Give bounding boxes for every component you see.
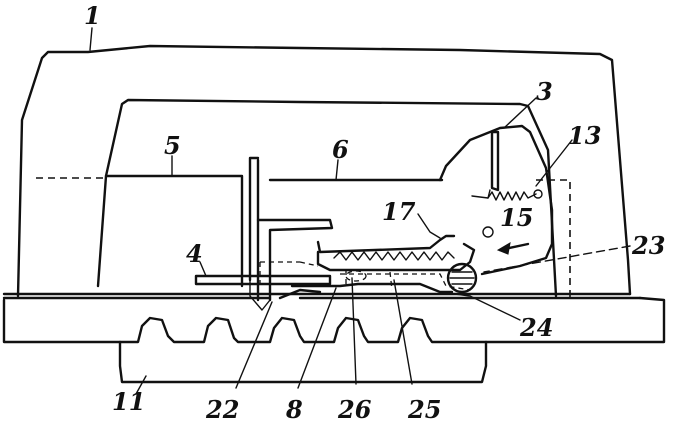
internal-spring (333, 251, 455, 261)
label-25: 25 (407, 395, 441, 424)
label-22: 22 (205, 395, 239, 424)
roller-hatch (449, 271, 475, 285)
post-base (249, 279, 271, 311)
label-1: 1 (84, 1, 101, 30)
leader-1 (89, 27, 93, 51)
hidden-box-outline (536, 179, 571, 298)
label-6: 6 (332, 135, 349, 164)
label-11: 11 (112, 387, 145, 416)
leader-13 (535, 139, 573, 187)
lever-3 (490, 130, 500, 192)
leader-11 (135, 375, 147, 395)
motion-arrow-head (496, 242, 511, 255)
label-24: 24 (519, 313, 553, 342)
leader-4 (199, 261, 207, 277)
leader-6 (335, 159, 339, 181)
leader-17 (417, 213, 441, 239)
base-top-rail (2, 292, 642, 300)
leader-25 (393, 279, 413, 385)
label-15: 15 (500, 203, 533, 232)
label-3: 3 (536, 77, 553, 106)
hidden-pin (345, 270, 367, 282)
label-17: 17 (382, 197, 416, 226)
vertical-post (248, 156, 260, 302)
pin-15 (482, 226, 494, 238)
label-8: 8 (285, 395, 303, 424)
label-26: 26 (337, 395, 372, 424)
label-13: 13 (568, 121, 601, 150)
block-5 (104, 174, 244, 288)
housing-inner-opening (96, 98, 558, 298)
label-23: 23 (631, 231, 665, 260)
leader-8 (297, 287, 337, 389)
rack-11 (118, 316, 488, 384)
leader-3 (503, 97, 537, 129)
label-4: 4 (186, 239, 203, 268)
spring-pin (533, 189, 543, 199)
housing-outline (16, 44, 632, 298)
member-17 (316, 234, 456, 254)
bar-4 (194, 274, 332, 286)
leader-23 (483, 245, 631, 273)
member-17-lower (316, 242, 476, 272)
leader-26 (351, 277, 357, 385)
leader-22 (235, 301, 273, 389)
spring-13 (487, 191, 537, 201)
base-top-edge (278, 288, 322, 300)
label-5: 5 (164, 131, 181, 160)
spring-hook (471, 189, 491, 199)
leader-24 (439, 291, 521, 321)
base-plate (2, 296, 666, 344)
bracket-arm (256, 218, 334, 302)
roller (446, 262, 478, 294)
cam-body (438, 124, 554, 276)
